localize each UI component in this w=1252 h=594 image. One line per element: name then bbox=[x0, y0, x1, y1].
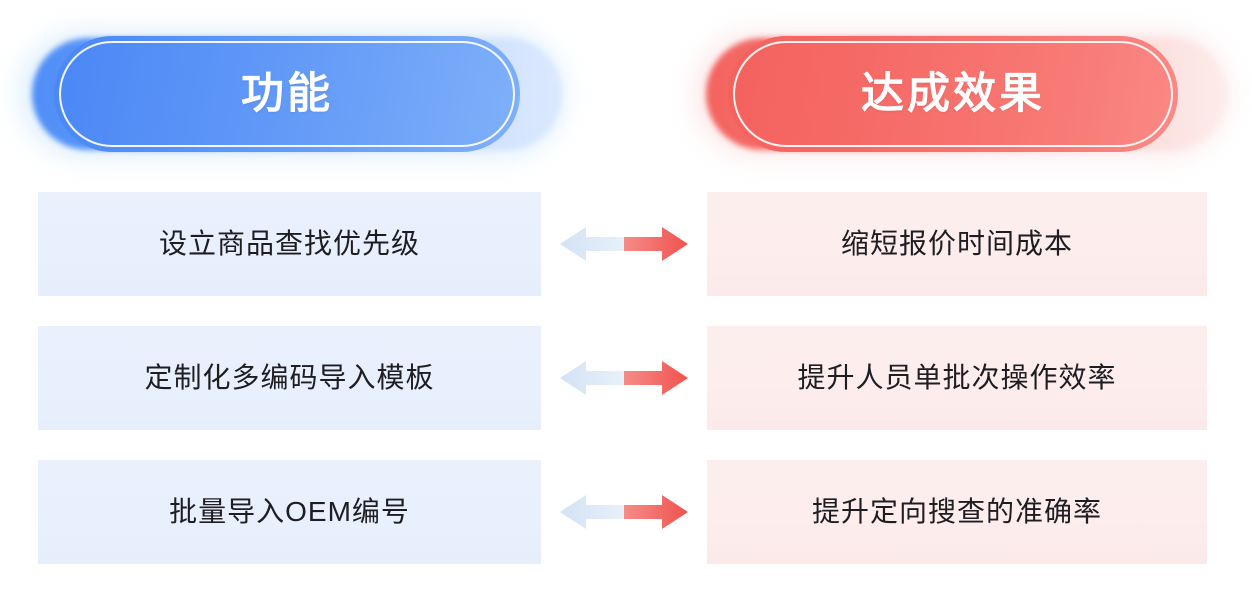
function-label: 定制化多编码导入模板 bbox=[144, 362, 435, 393]
effect-label: 提升人员单批次操作效率 bbox=[797, 362, 1117, 393]
pill-front-blue: 功能 bbox=[54, 36, 520, 152]
effect-cell[interactable]: 提升人员单批次操作效率 bbox=[707, 326, 1207, 430]
pill-front-red: 达成效果 bbox=[728, 36, 1178, 152]
function-cell[interactable]: 批量导入OEM编号 bbox=[38, 460, 541, 564]
function-label: 批量导入OEM编号 bbox=[169, 496, 410, 527]
effect-label: 提升定向搜查的准确率 bbox=[811, 496, 1102, 527]
double-arrow-icon bbox=[560, 491, 688, 533]
effect-cell[interactable]: 提升定向搜查的准确率 bbox=[707, 460, 1207, 564]
effect-label: 缩短报价时间成本 bbox=[840, 228, 1073, 259]
function-cell[interactable]: 定制化多编码导入模板 bbox=[38, 326, 541, 430]
function-label: 设立商品查找优先级 bbox=[158, 228, 420, 259]
effect-cell[interactable]: 缩短报价时间成本 bbox=[707, 192, 1207, 296]
header-title-function: 功能 bbox=[241, 69, 333, 118]
header-pill-function: 功能 bbox=[22, 30, 562, 158]
double-arrow-icon bbox=[560, 223, 688, 265]
header-pill-effect: 达成效果 bbox=[696, 30, 1226, 158]
function-cell[interactable]: 设立商品查找优先级 bbox=[38, 192, 541, 296]
header-title-effect: 达成效果 bbox=[861, 69, 1045, 118]
double-arrow-icon bbox=[560, 357, 688, 399]
